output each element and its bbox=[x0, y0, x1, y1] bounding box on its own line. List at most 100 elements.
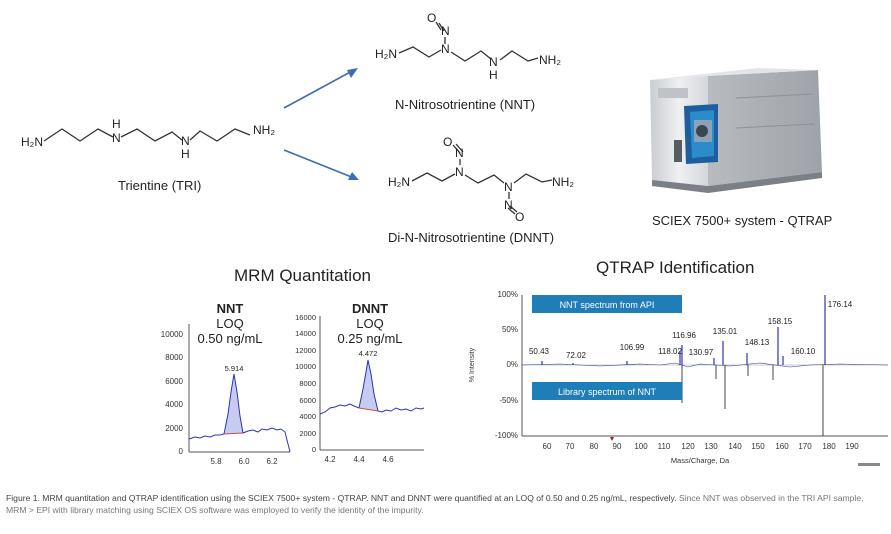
dnnt-n-amine-a: N bbox=[455, 165, 464, 179]
qtrap-x-tick: 140 bbox=[728, 442, 742, 451]
mrm-nnt-chart: NNT LOQ 0.50 ng/mL 0 2000 4000 6000 8000… bbox=[161, 301, 291, 466]
qtrap-spectrum-chart: 100% 50% 0% -50% -100% % Intensity 60 70… bbox=[469, 290, 889, 466]
nnt-y-tick: 10000 bbox=[161, 330, 184, 339]
nnt-y-tick: 8000 bbox=[165, 353, 183, 362]
qtrap-top-box-label: NNT spectrum from API bbox=[560, 300, 655, 310]
qtrap-y-tick: 100% bbox=[498, 290, 518, 299]
dnnt-y-tick: 0 bbox=[312, 445, 316, 454]
qtrap-y-tick: 0% bbox=[506, 360, 518, 369]
nnt-y-tick: 0 bbox=[179, 447, 184, 456]
dnnt-chart-header-1: DNNT bbox=[352, 301, 388, 316]
nnt-name: N-Nitrosotrientine (NNT) bbox=[395, 97, 536, 112]
dnnt-h2n: H₂N bbox=[388, 175, 410, 189]
nnt-n-mid: N bbox=[489, 55, 498, 69]
mrm-dnnt-chart: DNNT LOQ 0.25 ng/mL 0 2000 4000 6000 800… bbox=[295, 301, 425, 464]
dnnt-chromatogram-trace bbox=[319, 359, 425, 415]
dnnt-x-tick: 4.4 bbox=[353, 455, 365, 464]
nnt-y-tick: 6000 bbox=[165, 377, 183, 386]
qtrap-peak-label: 72.02 bbox=[566, 351, 587, 360]
qtrap-x-tick: 60 bbox=[543, 442, 552, 451]
tri-name: Trientine (TRI) bbox=[118, 178, 202, 193]
tri-h2n: H₂N bbox=[21, 135, 43, 149]
nnt-y-tick: 4000 bbox=[165, 400, 183, 409]
tri-n-a: N bbox=[112, 131, 121, 145]
qtrap-peak-label: 148.13 bbox=[745, 338, 770, 347]
qtrap-x-tick: 100 bbox=[634, 442, 648, 451]
qtrap-y-tick: -100% bbox=[495, 431, 518, 440]
qtrap-y-tick: -50% bbox=[499, 396, 518, 405]
nnt-h-mid: H bbox=[489, 68, 498, 82]
dnnt-n-nitroso-bot: N bbox=[504, 198, 513, 212]
qtrap-peak-label: 135.01 bbox=[713, 327, 738, 336]
qtrap-title: QTRAP Identification bbox=[596, 258, 755, 277]
dnnt-o-bot: O bbox=[515, 210, 524, 224]
nnt-y-tick: 2000 bbox=[165, 424, 183, 433]
qtrap-peak-label: 118.02 bbox=[658, 347, 682, 356]
tri-h-a: H bbox=[112, 117, 121, 131]
nnt-x-tick: 6.0 bbox=[238, 457, 250, 466]
dnnt-y-tick: 2000 bbox=[299, 429, 316, 438]
nnt-h2n: H₂N bbox=[375, 47, 397, 61]
nnt-chart-header-2: LOQ bbox=[216, 316, 243, 331]
dnnt-chart-header-3: 0.25 ng/mL bbox=[337, 331, 402, 346]
dnnt-n-amine-b: N bbox=[504, 180, 513, 194]
qtrap-peak-label: 106.99 bbox=[620, 343, 645, 352]
nnt-o: O bbox=[427, 11, 436, 25]
dnnt-y-tick: 16000 bbox=[295, 313, 316, 322]
nnt-chromatogram-trace bbox=[188, 373, 291, 453]
dnnt-y-tick: 4000 bbox=[299, 412, 316, 421]
qtrap-peak-label: 130.97 bbox=[689, 348, 714, 357]
dnnt-nh2: NH₂ bbox=[552, 175, 574, 189]
dnnt-y-tick: 8000 bbox=[299, 379, 316, 388]
nnt-x-tick: 6.2 bbox=[266, 457, 278, 466]
nnt-x-tick: 5.8 bbox=[210, 457, 222, 466]
nnt-chart-header-3: 0.50 ng/mL bbox=[197, 331, 262, 346]
dnnt-chart-header-2: LOQ bbox=[356, 316, 383, 331]
qtrap-x-tick: 180 bbox=[822, 442, 836, 451]
qtrap-x-tick: 190 bbox=[845, 442, 859, 451]
dnnt-name: Di-N-Nitrosotrientine (DNNT) bbox=[388, 230, 555, 245]
qtrap-xlabel: Mass/Charge, Da bbox=[671, 456, 730, 465]
qtrap-peak-label: 160.10 bbox=[791, 347, 816, 356]
dnnt-x-tick: 4.6 bbox=[382, 455, 394, 464]
dnnt-n-nitroso-top: N bbox=[455, 146, 464, 160]
nnt-n-amine: N bbox=[441, 42, 450, 56]
tri-nh2: NH₂ bbox=[253, 123, 275, 137]
dnnt-y-tick: 10000 bbox=[295, 362, 316, 371]
qtrap-x-tick: 70 bbox=[566, 442, 575, 451]
qtrap-peak-label: 116.96 bbox=[672, 331, 696, 340]
dnnt-x-tick: 4.2 bbox=[324, 455, 336, 464]
qtrap-x-tick: 150 bbox=[751, 442, 765, 451]
instrument-image bbox=[650, 68, 822, 193]
qtrap-x-tick: 160 bbox=[775, 442, 789, 451]
tri-h-b: H bbox=[181, 147, 190, 161]
dnnt-peak-label: 4.472 bbox=[359, 349, 378, 358]
qtrap-x-tick: 120 bbox=[681, 442, 695, 451]
qtrap-bottom-box-label: Library spectrum of NNT bbox=[558, 387, 657, 397]
figure-caption-secondary: Since NNT was observed in the TRI API sa… bbox=[6, 493, 864, 515]
nnt-peak-label: 5.914 bbox=[225, 364, 244, 373]
qtrap-peak-label: 176.14 bbox=[828, 300, 853, 309]
nnt-n-nitroso: N bbox=[441, 24, 450, 38]
tri-n-b: N bbox=[181, 134, 190, 148]
nnt-nh2: NH₂ bbox=[539, 53, 561, 67]
dnnt-y-tick: 14000 bbox=[295, 329, 316, 338]
qtrap-y-tick: 50% bbox=[502, 325, 518, 334]
qtrap-peak-label: 158.15 bbox=[768, 317, 793, 326]
qtrap-peak-label: 50.43 bbox=[529, 347, 550, 356]
nnt-chart-header-1: NNT bbox=[217, 301, 244, 316]
qtrap-x-tick: 90 bbox=[613, 442, 622, 451]
mrm-title: MRM Quantitation bbox=[234, 266, 371, 285]
qtrap-bottom-box bbox=[532, 382, 682, 400]
qtrap-x-tick: 170 bbox=[798, 442, 812, 451]
figure-caption-main: Figure 1. MRM quantitation and QTRAP ide… bbox=[6, 493, 677, 503]
figure-caption: Figure 1. MRM quantitation and QTRAP ide… bbox=[6, 492, 886, 516]
dnnt-o-top: O bbox=[443, 135, 452, 149]
chemical-structures: H₂N H N N H NH₂ H₂N O N N N H NH₂ H₂N O … bbox=[21, 11, 574, 224]
instrument-caption: SCIEX 7500+ system - QTRAP bbox=[652, 213, 833, 228]
dnnt-y-tick: 12000 bbox=[295, 346, 316, 355]
qtrap-x-tick: 80 bbox=[590, 442, 599, 451]
qtrap-x-tick: 130 bbox=[704, 442, 718, 451]
qtrap-top-box bbox=[532, 295, 682, 313]
qtrap-x-tick: 110 bbox=[658, 442, 671, 451]
